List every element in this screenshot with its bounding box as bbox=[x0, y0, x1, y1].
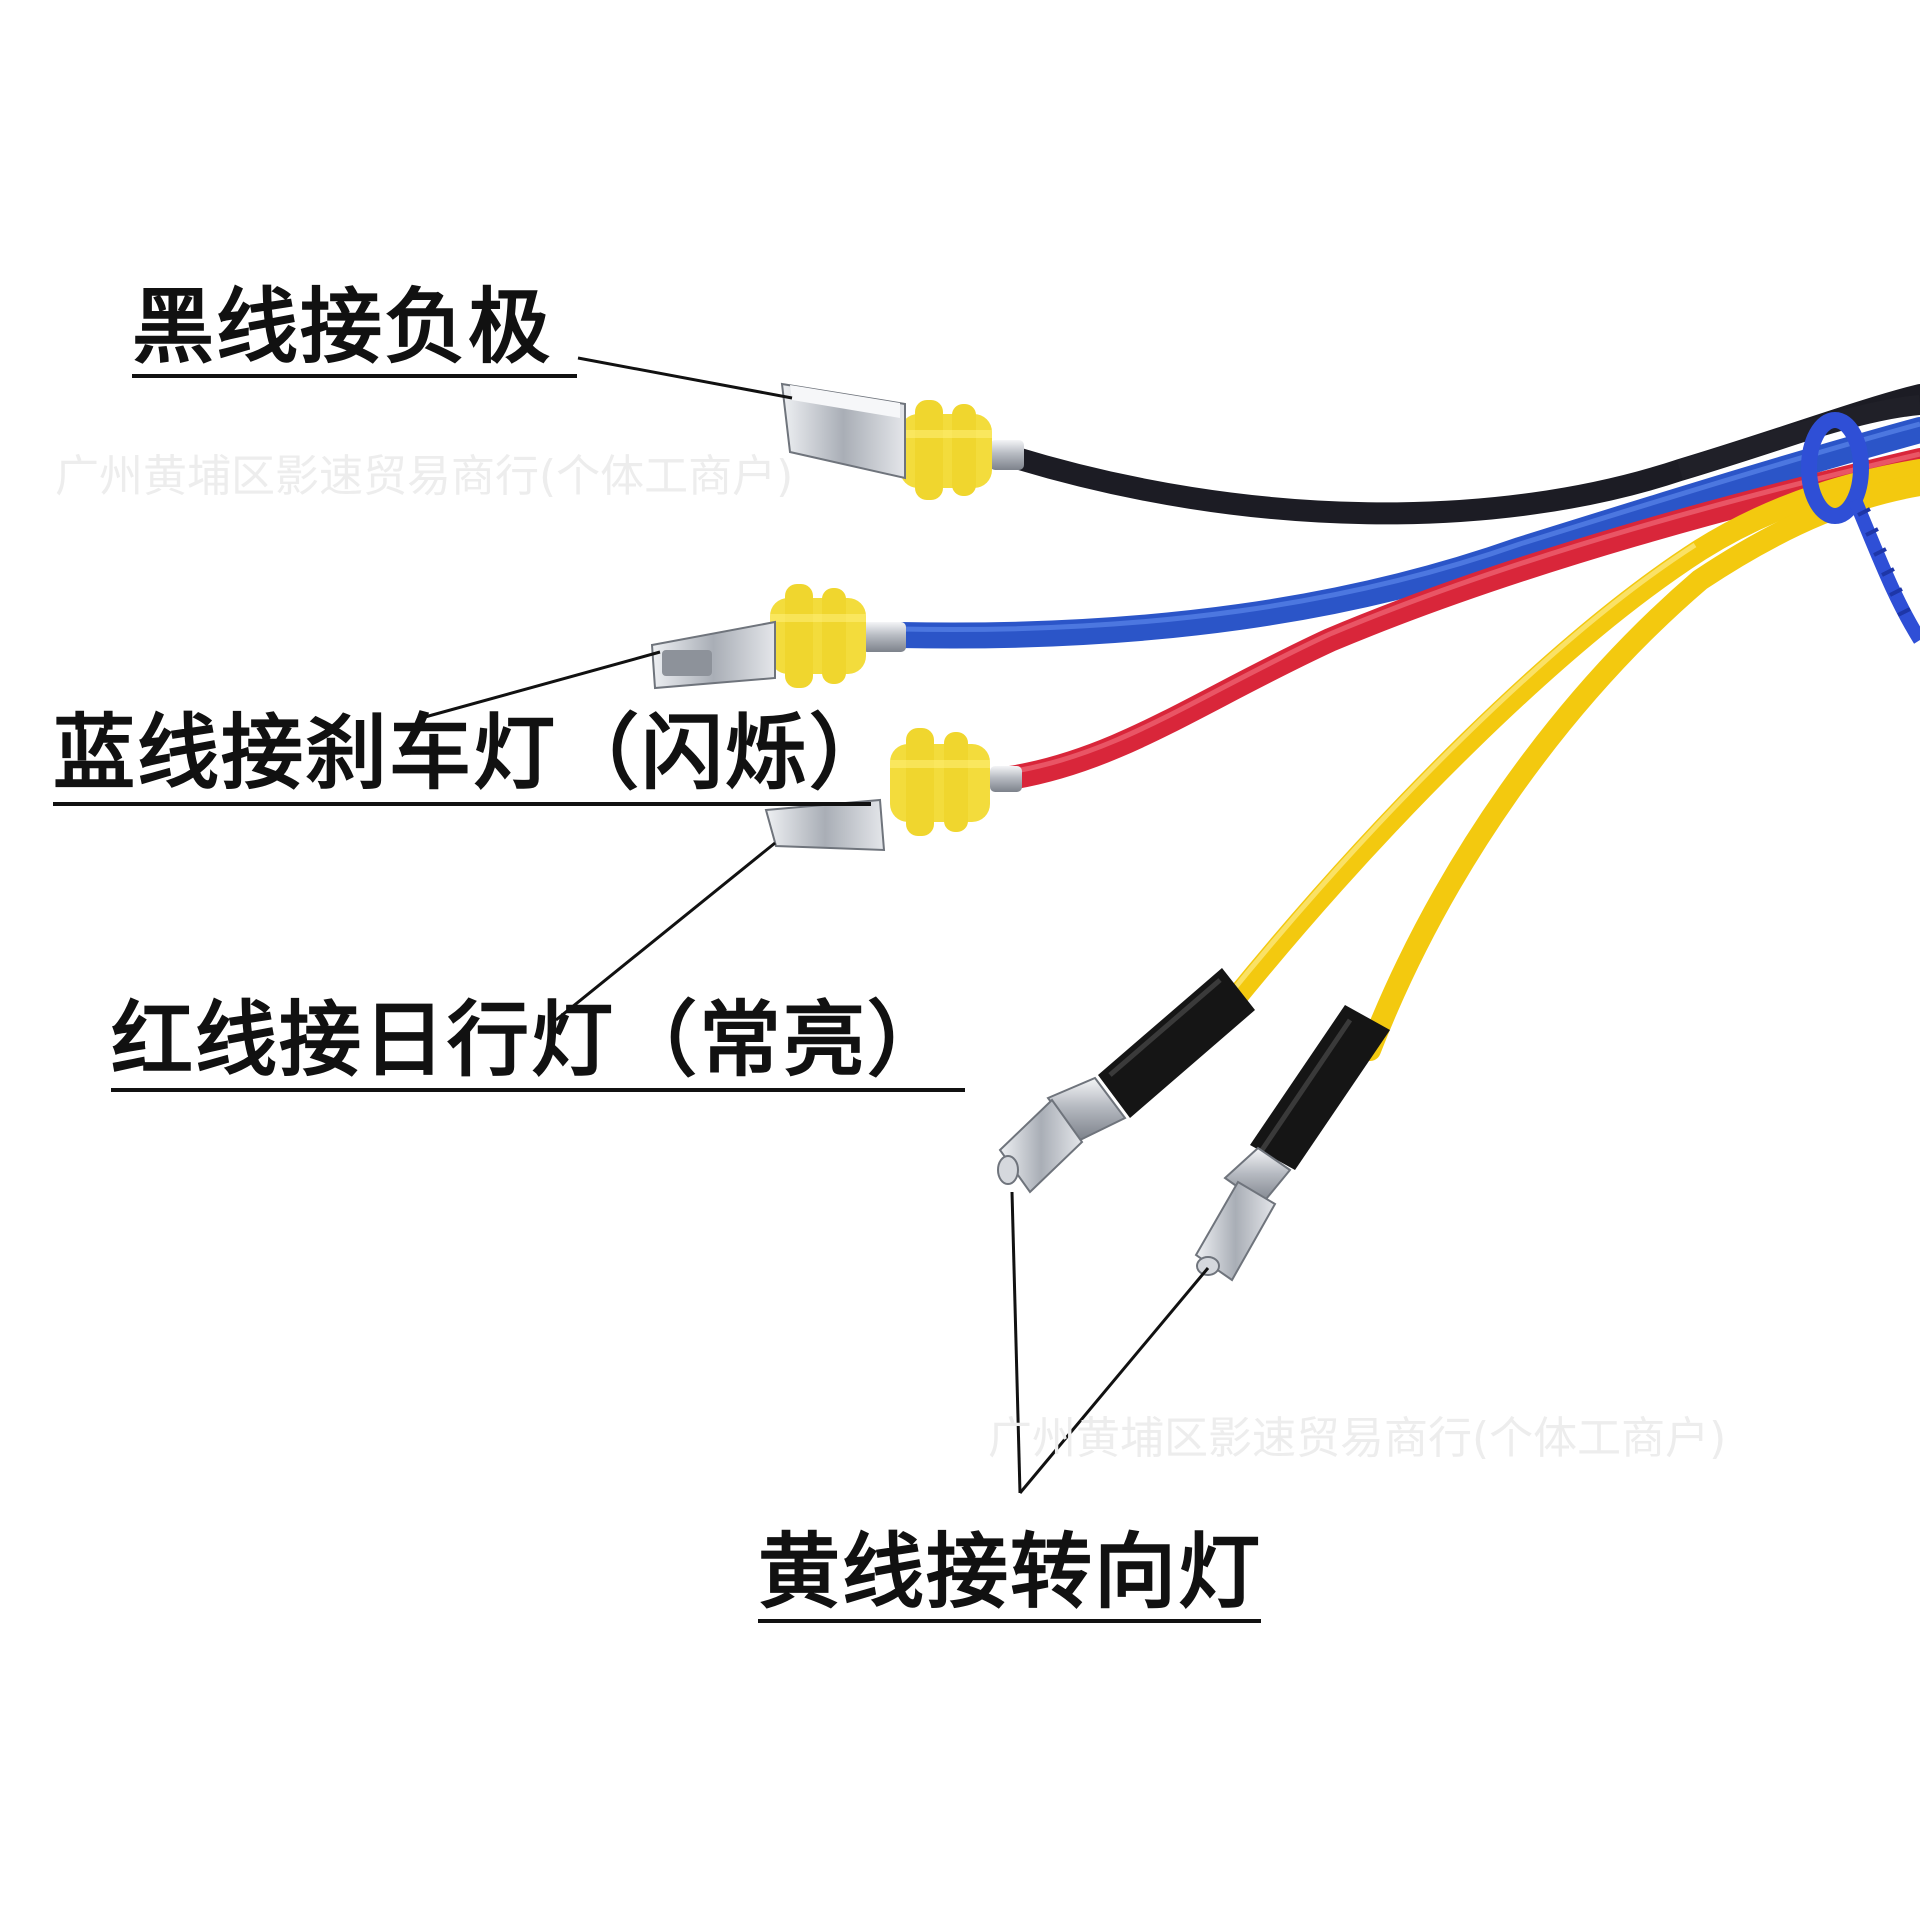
black-seal bbox=[900, 400, 992, 500]
leader-yellow-right bbox=[1018, 1267, 1210, 1494]
red-wire bbox=[998, 448, 1920, 790]
leader-black bbox=[577, 356, 793, 400]
heatshrink-right bbox=[1250, 1005, 1390, 1170]
watermark-top: 广州黄埔区影速贸易商行(个体工商户) bbox=[55, 451, 794, 502]
leader-yellow-left bbox=[1010, 1191, 1022, 1494]
leader-lines bbox=[424, 356, 1210, 1494]
red-wire-highlight bbox=[1009, 451, 1920, 775]
leader-red bbox=[555, 841, 776, 1022]
label-red-wire: 红线接日行灯（常亮） bbox=[111, 993, 952, 1088]
blue-seal bbox=[770, 584, 866, 688]
wire-bundle bbox=[887, 384, 1920, 1061]
blue-wire-highlight bbox=[899, 421, 1920, 633]
cable-tie bbox=[1801, 412, 1920, 644]
heatshrink-left bbox=[1098, 968, 1255, 1118]
label-blue-wire: 蓝线接刹车灯（闪烁） bbox=[53, 706, 894, 801]
leader-blue bbox=[424, 650, 661, 719]
blue-terminal bbox=[650, 584, 906, 690]
yellow-wire-left bbox=[1219, 459, 1920, 1016]
yellow-left-terminal bbox=[997, 968, 1255, 1194]
yellow-wire-highlight bbox=[1223, 542, 1697, 1002]
label-black-wire: 黑线接负极 bbox=[132, 280, 553, 375]
red-seal bbox=[890, 728, 990, 836]
red-terminal bbox=[764, 728, 1022, 852]
label-yellow-wire: 黄线接转向灯 bbox=[758, 1525, 1263, 1620]
underline-blue bbox=[53, 802, 871, 806]
underline-black bbox=[132, 374, 577, 378]
yellow-right-terminal bbox=[1194, 1005, 1390, 1282]
watermark-bottom: 广州黄埔区影速贸易商行(个体工商户) bbox=[988, 1413, 1727, 1464]
underline-red bbox=[111, 1088, 965, 1092]
black-terminal bbox=[780, 382, 1024, 500]
underline-yellow bbox=[758, 1619, 1261, 1623]
blue-wire bbox=[887, 417, 1920, 649]
